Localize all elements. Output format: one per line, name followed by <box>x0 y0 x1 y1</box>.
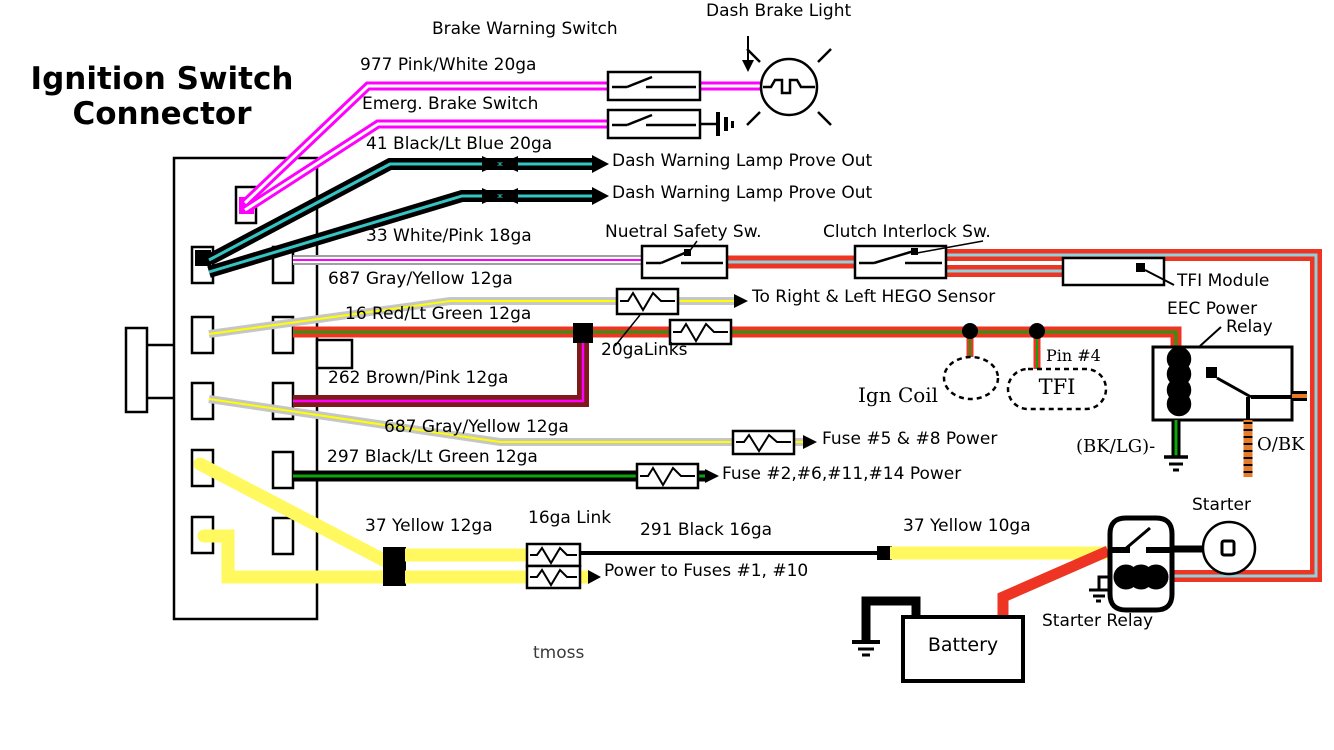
label-wire-262: 262 Brown/Pink 12ga <box>328 368 509 388</box>
callout-line <box>916 240 984 254</box>
splice-connector-icon <box>482 188 500 204</box>
eec-power-relay-symbol <box>1151 326 1307 477</box>
fuse-link-58 <box>731 429 796 456</box>
fuse-link-20ga <box>614 314 733 347</box>
neutral-safety-switch-symbol <box>640 240 729 280</box>
ground-icon <box>700 112 734 136</box>
label-wire-37-10ga: 37 Yellow 10ga <box>903 516 1031 536</box>
ground-icon <box>852 640 880 657</box>
arrow-icon <box>803 435 817 449</box>
label-16ga-link: 16ga Link <box>528 508 612 528</box>
battery-ground-wire <box>861 596 921 641</box>
label-starter-relay: Starter Relay <box>1042 611 1154 631</box>
label-wire-687-hego: 687 Gray/Yellow 12ga <box>328 269 513 289</box>
label-hego-dest: To Right & Left HEGO Sensor <box>752 287 996 307</box>
label-prove-out-1: Dash Warning Lamp Prove Out <box>612 151 873 171</box>
label-power-to-fuses: Power to Fuses #1, #10 <box>604 561 809 581</box>
ign-coil-symbol <box>942 355 1000 401</box>
junction-block <box>383 547 406 586</box>
label-prove-out-2: Dash Warning Lamp Prove Out <box>612 183 873 203</box>
splice-connector-icon <box>482 156 500 172</box>
label-wire-33: 33 White/Pink 18ga <box>366 226 532 246</box>
label-wire-687-fuse: 687 Gray/Yellow 12ga <box>384 417 569 437</box>
wire-687-gray-yellow-hego <box>208 294 748 338</box>
label-wire-16: 16 Red/Lt Green 12ga <box>345 304 532 324</box>
splice-connector-icon <box>500 188 518 204</box>
brake-warning-switch-symbol <box>606 36 754 102</box>
title-line1: Ignition Switch <box>30 61 294 97</box>
fuse-link-16ga-bottom <box>525 564 582 590</box>
arrow-icon <box>734 294 748 308</box>
label-20ga-links: 20gaLinks <box>601 340 688 360</box>
page-title: Ignition Switch Connector <box>0 62 324 132</box>
signature: tmoss <box>533 643 585 663</box>
label-wire-291: 291 Black 16ga <box>640 520 773 540</box>
wire-262-brown-pink <box>293 323 593 407</box>
label-brake-warning-switch: Brake Warning Switch <box>432 19 618 39</box>
arrow-icon <box>592 155 609 173</box>
wire-41-black-ltblue <box>206 155 609 278</box>
junction-dot <box>962 323 978 339</box>
label-bk-lg: (BK/LG)- <box>1076 436 1156 457</box>
callout-line <box>614 314 641 347</box>
junction-block <box>573 323 593 343</box>
label-o-bk: O/BK <box>1257 434 1305 455</box>
wire-37-yellow <box>193 457 1110 586</box>
label-starter: Starter <box>1192 495 1251 515</box>
label-eec-power: EEC Power <box>1167 299 1258 319</box>
junction-dot <box>1029 323 1045 339</box>
splice-connector-icon <box>500 156 518 172</box>
battery-positive-wire <box>997 545 1111 623</box>
label-pin-4: Pin #4 <box>1046 346 1101 365</box>
battery-wires <box>852 545 1111 657</box>
label-tfi-module: TFI Module <box>1177 271 1270 291</box>
fuse-link-16ga-top <box>525 542 582 568</box>
title-line2: Connector <box>72 96 252 132</box>
label-wire-41: 41 Black/Lt Blue 20ga <box>366 134 553 154</box>
label-dash-brake-light: Dash Brake Light <box>706 1 852 21</box>
tfi-module-symbol <box>1061 256 1175 287</box>
callout-line <box>688 240 698 253</box>
arrow-icon <box>592 187 609 205</box>
emerg-brake-switch-symbol <box>606 108 734 140</box>
arrow-icon <box>705 469 719 483</box>
label-battery: Battery <box>927 634 999 656</box>
wire-red-ltblue-run <box>727 249 1322 582</box>
label-wire-977: 977 Pink/White 20ga <box>360 55 537 75</box>
label-ign-coil: Ign Coil <box>858 383 939 407</box>
label-wire-37-12ga: 37 Yellow 12ga <box>365 516 493 536</box>
fuse-link-hego <box>615 287 680 316</box>
wire-687-gray-yellow-fuse <box>208 395 817 449</box>
tfi-connector-symbol <box>1006 367 1108 411</box>
wire-16-red-ltgreen <box>293 326 1182 371</box>
ignition-connector-body <box>124 156 354 621</box>
junction-block <box>877 546 892 560</box>
connector-pin <box>271 450 295 490</box>
label-neutral-safety-sw: Nuetral Safety Sw. <box>605 222 762 242</box>
clutch-interlock-switch-symbol <box>853 240 984 280</box>
ground-icon <box>1089 588 1109 603</box>
starter-symbol <box>1201 520 1257 576</box>
connector-pin <box>271 516 295 556</box>
label-clutch-interlock-sw: Clutch Interlock Sw. <box>823 222 991 242</box>
label-wire-297: 297 Black/Lt Green 12ga <box>327 447 538 467</box>
label-tfi: TFI <box>1038 375 1076 399</box>
label-emerg-brake-switch: Emerg. Brake Switch <box>362 94 539 114</box>
dash-brake-light-icon <box>746 48 832 126</box>
wire-bklg-ground <box>1164 420 1188 472</box>
label-fuse-2-6-11-14: Fuse #2,#6,#11,#14 Power <box>722 464 962 484</box>
label-fuse-5-8: Fuse #5 & #8 Power <box>822 429 998 449</box>
battery-box <box>901 615 1025 683</box>
starter-relay-symbol <box>1089 515 1175 613</box>
callout-line <box>1199 326 1222 347</box>
arrow-icon <box>588 570 601 584</box>
fuse-link-2-6-11-14 <box>635 462 700 490</box>
label-eec-relay: Relay <box>1226 317 1273 337</box>
callout-line <box>1144 269 1175 286</box>
